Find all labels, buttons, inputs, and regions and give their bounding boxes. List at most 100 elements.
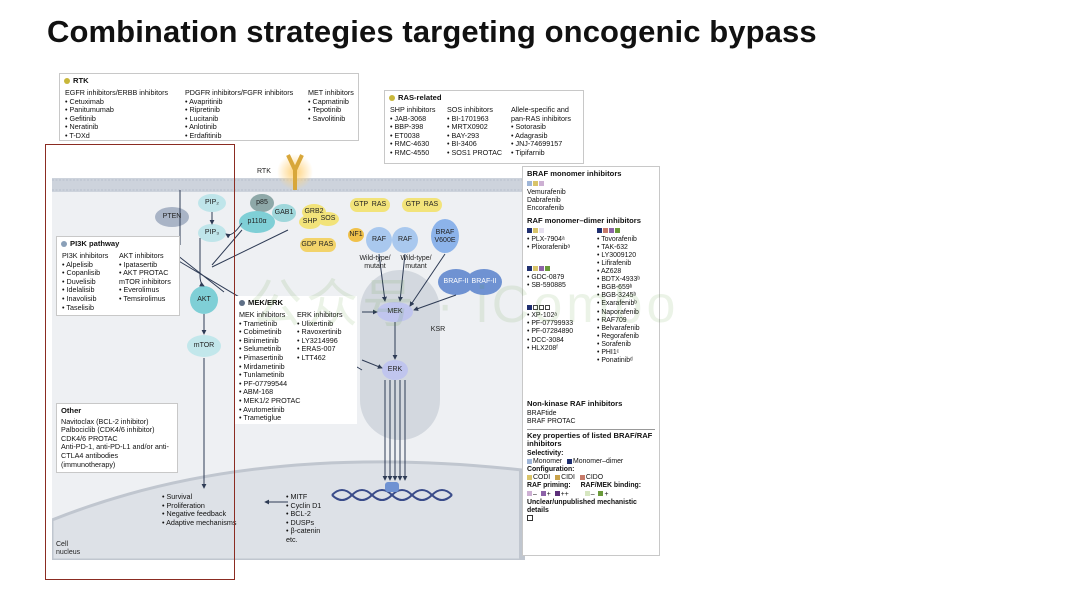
mtor-node bbox=[187, 335, 221, 357]
pi3k-dot bbox=[61, 240, 67, 247]
list-item: Negative feedback bbox=[162, 510, 236, 519]
ras-label-3: RAS bbox=[318, 241, 334, 248]
nf1-label: NF1 bbox=[349, 231, 363, 238]
monomer-heading: BRAF monomer inhibitors bbox=[527, 169, 622, 178]
list-item: BGB-659ᵇ bbox=[597, 284, 640, 292]
rtk-receptor bbox=[286, 154, 304, 190]
p110a-label: p110α bbox=[247, 218, 267, 225]
pip2-node bbox=[198, 194, 226, 212]
list-item: Neratinib bbox=[65, 123, 168, 132]
list-item: ABM-168 bbox=[239, 388, 301, 397]
list-item: Duvelisib bbox=[62, 277, 108, 287]
sel-monomer: Monomer bbox=[533, 458, 563, 466]
pten-label: PTEN bbox=[162, 213, 182, 220]
list-item: Capmatinib bbox=[308, 97, 354, 107]
list-item: Encorafenib bbox=[527, 205, 564, 213]
targets-etc: etc. bbox=[286, 534, 298, 544]
col-header: mTOR inhibitors bbox=[119, 276, 171, 286]
config-cido: CIDO bbox=[585, 474, 604, 482]
list-item: GDC-0879 bbox=[527, 274, 573, 282]
list-item: Tovorafenib bbox=[597, 236, 640, 244]
list-item: Temsirolimus bbox=[119, 294, 171, 304]
list-item: Ponatinibᵈ bbox=[597, 357, 640, 365]
braf-ii-node-b bbox=[466, 269, 502, 295]
targets-list: MITF Cyclin D1 BCL-2 DUSPs β-catenin etc… bbox=[286, 492, 321, 545]
list-item: Cetuximab bbox=[65, 97, 168, 107]
list-item: Savolitinib bbox=[308, 114, 354, 124]
priming-plusplus: ++ bbox=[560, 490, 569, 498]
gab1-node bbox=[272, 204, 296, 222]
list-item: PHI1ᶜ bbox=[597, 349, 640, 357]
binding-plus: + bbox=[604, 490, 609, 498]
list-item: Ipatasertib bbox=[119, 260, 171, 270]
list-item: LY3214996 bbox=[297, 336, 343, 346]
col-header: SOS inhibitors bbox=[447, 105, 493, 114]
config-codi: CODI bbox=[533, 474, 551, 482]
pathway-figure: RTK PIP₂ PIP₃ PTEN p85 p110α GAB1 GRB2 S… bbox=[52, 70, 662, 560]
list-item: Alpelisib bbox=[62, 260, 108, 270]
list-item: Sotorasib bbox=[511, 123, 583, 132]
raf-node-2 bbox=[392, 227, 418, 253]
wildtype-label-1: Wild-type/ mutant bbox=[359, 255, 391, 270]
mtor-label: mTOR bbox=[193, 342, 215, 349]
raf-node-1 bbox=[366, 227, 392, 253]
gtp-label-1: GTP bbox=[353, 201, 369, 208]
slide-title: Combination strategies targeting oncogen… bbox=[47, 14, 817, 49]
pip2-label: PIP₂ bbox=[205, 199, 219, 206]
p85-label: p85 bbox=[256, 199, 268, 206]
list-item: Regorafenib bbox=[597, 333, 640, 341]
list-item: Trametiglue bbox=[239, 414, 301, 423]
list-item: T-DXd bbox=[65, 131, 168, 141]
list-item: Exarafenibᵇ bbox=[597, 300, 640, 308]
nf1-node bbox=[348, 228, 364, 242]
raf-label-2: RAF bbox=[398, 236, 412, 243]
list-item: BI-3406 bbox=[447, 140, 502, 149]
col-header: Allele-specific and pan-RAS inhibitors bbox=[511, 105, 571, 123]
priming-plus: + bbox=[546, 490, 551, 498]
mek-col-2: ERK inhibitors Ulixertinib Ravoxertinib … bbox=[297, 310, 343, 363]
binding-none: – bbox=[590, 490, 595, 498]
pip3-node bbox=[198, 224, 226, 242]
list-item: MRTX0902 bbox=[447, 123, 502, 132]
list-item: DCC-3084 bbox=[527, 337, 573, 345]
list-item: Inavolisib bbox=[62, 294, 108, 304]
sos-node bbox=[317, 212, 339, 226]
list-item: Trametinib bbox=[239, 319, 301, 329]
list-item: Vemurafenib bbox=[527, 189, 566, 197]
mek-dot bbox=[239, 299, 245, 306]
col-header: ERK inhibitors bbox=[297, 310, 343, 319]
rtk-heading: RTK bbox=[73, 76, 89, 85]
list-item: JAB-3068 bbox=[390, 114, 435, 124]
ras-col-2: SOS inhibitors BI-1701963 MRTX0902 BAY-2… bbox=[447, 105, 502, 158]
list-item: Adagrasib bbox=[511, 131, 583, 141]
list-item: Proliferation bbox=[162, 501, 236, 511]
col-header: AKT inhibitors bbox=[119, 251, 164, 260]
pi3k-col-2: AKT inhibitors Ipatasertib AKT PROTAC mT… bbox=[119, 251, 171, 304]
erk-node bbox=[382, 360, 408, 380]
gtp-ras-2 bbox=[402, 198, 442, 212]
list-item: TAK-632 bbox=[597, 244, 640, 252]
list-item: Tipifarnib bbox=[511, 148, 583, 158]
ras-label-1: RAS bbox=[371, 201, 387, 208]
list-item: Gefitinib bbox=[65, 114, 168, 124]
list-item: AKT PROTAC bbox=[119, 269, 171, 278]
list-item: Ulixertinib bbox=[297, 319, 343, 329]
gab1-label: GAB1 bbox=[274, 209, 294, 216]
sel-dimer: Monomer–dimer bbox=[573, 458, 624, 466]
list-item: Tunlametinib bbox=[239, 371, 301, 380]
list-item: CDK4/6 PROTAC bbox=[61, 433, 118, 443]
tf-complex bbox=[385, 482, 399, 492]
list-item: Palbociclib (CDK4/6 inhibitor) bbox=[61, 425, 155, 435]
list-item: Taselisib bbox=[62, 303, 108, 313]
list-item: Plixorafenibᵃ bbox=[527, 244, 573, 252]
key-heading: Key properties of listed BRAF/RAF inhibi… bbox=[527, 430, 653, 448]
pi3k-panel: PI3K pathway PI3K inhibitors Alpelisib C… bbox=[56, 236, 180, 316]
sos-label: SOS bbox=[320, 215, 336, 222]
col-header: PI3K inhibitors bbox=[62, 251, 109, 260]
p85-node bbox=[250, 194, 274, 212]
mek-col-1: MEK inhibitors Trametinib Cobimetinib Bi… bbox=[239, 310, 301, 423]
list-item: Avutometinib bbox=[239, 405, 301, 415]
list-item: BAY-293 bbox=[447, 131, 502, 141]
list-item: Erdafitinib bbox=[185, 131, 293, 141]
config-label: Configuration: bbox=[527, 466, 575, 474]
